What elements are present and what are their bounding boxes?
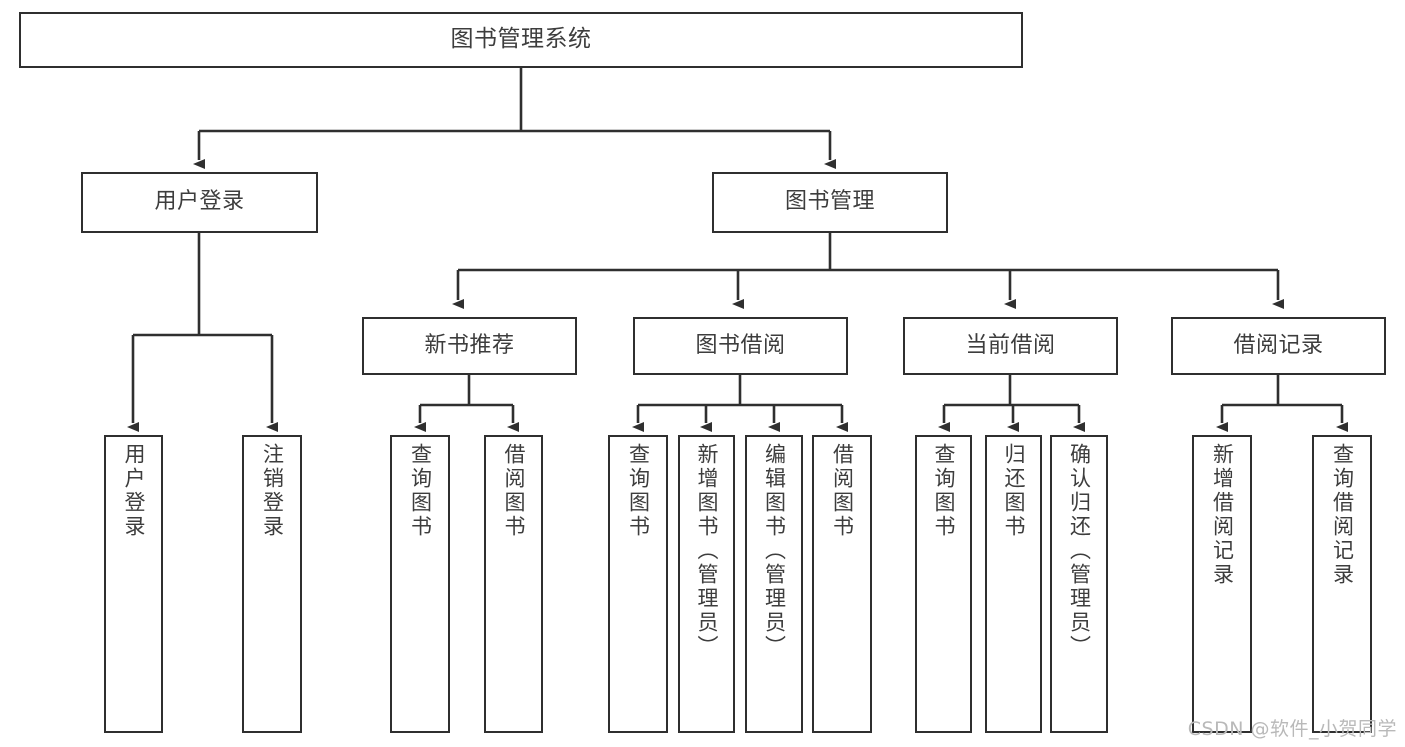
node-leaf-borrow-book-2[interactable]: 借阅图书 [812,435,872,733]
node-book-manage[interactable]: 图书管理 [712,172,948,233]
node-leaf-edit-book[interactable]: 编辑图书（管理员） [745,435,803,733]
node-leaf-return-book-label: 归还图书 [1002,443,1026,539]
node-leaf-user-login[interactable]: 用户登录 [104,435,163,733]
node-borrow-record-label: 借阅记录 [1233,332,1324,358]
node-current-borrow-label: 当前借阅 [965,332,1056,358]
node-book-manage-label: 图书管理 [784,189,875,215]
node-book-borrow-label: 图书借阅 [695,332,786,358]
node-leaf-query-book-3-label: 查询图书 [932,443,956,539]
node-book-borrow[interactable]: 图书借阅 [633,317,848,375]
node-leaf-borrow-book-2-label: 借阅图书 [830,443,855,539]
node-leaf-query-book-1[interactable]: 查询图书 [390,435,450,733]
node-root[interactable]: 图书管理系统 [19,12,1023,68]
node-user-login-label: 用户登录 [154,189,245,215]
node-leaf-query-record[interactable]: 查询借阅记录 [1312,435,1372,733]
node-user-login[interactable]: 用户登录 [81,172,318,233]
node-leaf-borrow-book-1[interactable]: 借阅图书 [484,435,543,733]
node-leaf-confirm-return[interactable]: 确认归还（管理员） [1050,435,1108,733]
node-leaf-confirm-return-label: 确认归还（管理员） [1067,443,1092,659]
watermark: CSDN @软件_小贺同学 [1187,718,1397,740]
node-leaf-query-record-label: 查询借阅记录 [1330,443,1355,587]
node-leaf-user-login-label: 用户登录 [122,443,146,539]
node-current-borrow[interactable]: 当前借阅 [903,317,1118,375]
node-leaf-add-record[interactable]: 新增借阅记录 [1192,435,1252,733]
node-leaf-query-book-3[interactable]: 查询图书 [915,435,972,733]
node-leaf-user-logout[interactable]: 注销登录 [242,435,302,733]
node-leaf-add-book[interactable]: 新增图书（管理员） [678,435,735,733]
node-new-book-recommend-label: 新书推荐 [424,332,515,358]
node-new-book-recommend[interactable]: 新书推荐 [362,317,577,375]
node-borrow-record[interactable]: 借阅记录 [1171,317,1386,375]
node-leaf-borrow-book-1-label: 借阅图书 [502,443,526,539]
node-leaf-add-record-label: 新增借阅记录 [1210,443,1235,587]
node-leaf-user-logout-label: 注销登录 [260,443,285,539]
node-leaf-query-book-1-label: 查询图书 [408,443,433,539]
node-leaf-query-book-2-label: 查询图书 [626,443,651,539]
node-leaf-edit-book-label: 编辑图书（管理员） [762,443,787,659]
node-leaf-query-book-2[interactable]: 查询图书 [608,435,668,733]
node-leaf-add-book-label: 新增图书（管理员） [695,443,719,659]
node-leaf-return-book[interactable]: 归还图书 [985,435,1042,733]
node-root-label: 图书管理系统 [450,26,592,53]
